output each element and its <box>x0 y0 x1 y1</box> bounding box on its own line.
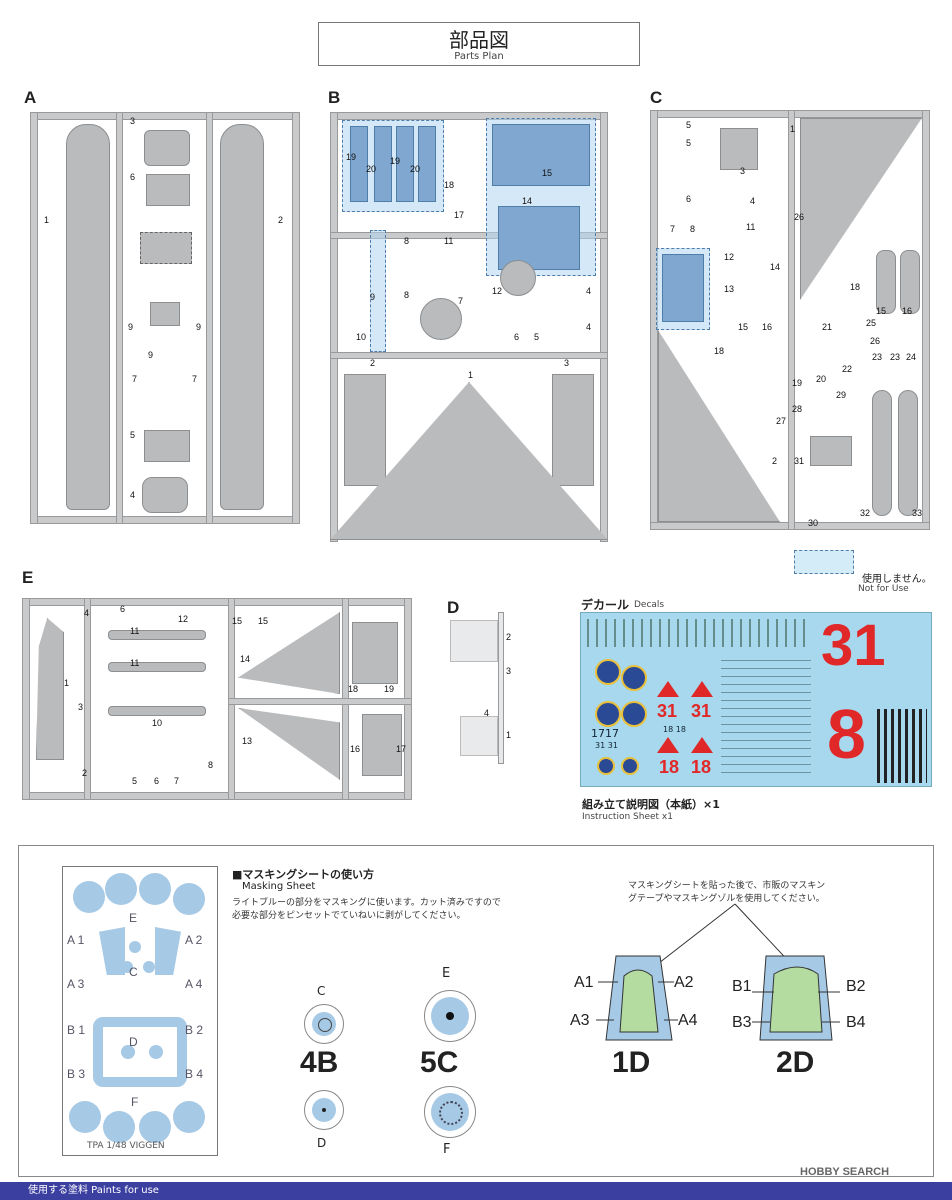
masking-title-jp: ■マスキングシートの使い方 <box>232 868 375 881</box>
sheet-label-b1: B 1 <box>67 1023 86 1037</box>
lens-5c-bottom <box>424 1086 476 1138</box>
decal-small-stencils <box>721 653 811 773</box>
sheet-label-b2: B 2 <box>185 1023 204 1037</box>
part-1d-label: 1D <box>612 1046 651 1079</box>
decal-code-1717: 1717 <box>591 727 619 740</box>
masking-sheet: E A 1 A 2 C A 3 A 4 B 1 B 2 D B 3 B 4 F … <box>62 866 218 1156</box>
section-label-c: C <box>650 88 663 107</box>
sheet-label-a4: A 4 <box>185 977 203 991</box>
decal-big-31: 31 <box>821 613 886 678</box>
sheet-label-a2: A 2 <box>185 933 203 947</box>
paints-label: 使用する塗料 Paints for use <box>28 1185 159 1196</box>
decals-title-en: Decals <box>634 600 665 610</box>
masking-note: マスキングシートを貼った後で、市販のマスキングテープやマスキングゾルを使用してく… <box>628 881 826 904</box>
part-2d-label: 2D <box>776 1046 815 1079</box>
decal-big-8: 8 <box>827 695 866 773</box>
part-4b-label: 4B <box>300 1046 339 1079</box>
paints-footer: 使用する塗料 Paints for use <box>0 1182 952 1200</box>
decal-code-3131: 31 31 <box>595 741 618 750</box>
masking-title-en: Masking Sheet <box>242 881 316 892</box>
canopy-label-b1: B1 <box>732 978 752 995</box>
page-subtitle: Parts Plan <box>454 51 504 62</box>
page-title: 部品図 <box>449 28 509 52</box>
sprue-c: 5 5 1 3 6 4 26 11 7 8 12 14 13 18 15 16 … <box>650 110 930 530</box>
lens-label-d: D <box>317 1136 327 1150</box>
lens-4b-bottom <box>304 1090 344 1130</box>
sprue-d: 2 3 4 1 <box>446 612 526 764</box>
legend-jp: 使用しません。 <box>862 574 932 585</box>
instruction-en: Instruction Sheet x1 <box>582 812 673 822</box>
sheet-label-b4: B 4 <box>185 1067 204 1081</box>
decals-title-jp: デカール <box>581 598 630 612</box>
instruction-jp: 組み立て説明図（本紙）×1 <box>582 798 720 811</box>
legend-en: Not for Use <box>858 584 909 594</box>
decal-stripes <box>877 709 927 783</box>
roundel-icon <box>595 659 621 685</box>
page-title-box: 部品図 Parts Plan <box>318 22 640 66</box>
roundel-icon <box>595 701 621 727</box>
canopy-label-a2: A2 <box>674 974 694 991</box>
decal-stencils <box>587 619 807 647</box>
lens-label-f: F <box>443 1142 451 1157</box>
sheet-caption: TPA 1/48 VIGGEN <box>87 1141 165 1151</box>
red-triangle-icon <box>657 737 679 753</box>
roundel-icon <box>621 757 639 775</box>
canopy-label-b3: B3 <box>732 1014 752 1031</box>
decal-18-b: 18 <box>691 757 712 777</box>
canopy-label-b2: B2 <box>846 978 866 995</box>
sheet-label-d: D <box>129 1035 138 1049</box>
sprue-a: 1 2 3 6 9 9 9 7 7 5 4 <box>30 112 300 524</box>
decal-31-a: 31 <box>657 701 678 721</box>
roundel-icon <box>621 665 647 691</box>
not-for-use-swatch <box>794 550 854 574</box>
section-label-a: A <box>24 88 37 107</box>
canopy-label-a1: A1 <box>574 974 594 991</box>
canopy-label-a3: A3 <box>570 1012 590 1029</box>
part-5c-label: 5C <box>420 1046 459 1079</box>
red-triangle-icon <box>691 681 713 697</box>
canopy-label-a4: A4 <box>678 1012 698 1029</box>
decal-code-1818: 18 18 <box>663 725 686 734</box>
red-triangle-icon <box>657 681 679 697</box>
lens-4b <box>304 1004 344 1044</box>
sheet-label-b3: B 3 <box>67 1067 86 1081</box>
canopy-diagram <box>596 903 840 1041</box>
decal-31-b: 31 <box>691 701 712 721</box>
decal-18-a: 18 <box>659 757 680 777</box>
sprue-b: 19 20 19 20 18 17 15 14 8 11 8 9 7 12 4 … <box>330 112 610 542</box>
sprue-e: 4 6 12 15 15 11 11 14 1 18 19 3 10 13 16… <box>22 598 412 800</box>
red-triangle-icon <box>691 737 713 753</box>
masking-description: ライトブルーの部分をマスキングに使います。カット済みですので必要な部分をピンセッ… <box>232 898 501 921</box>
decal-sheet: 31 31 18 18 1717 31 31 18 18 31 8 <box>580 612 932 787</box>
sheet-label-a1: A 1 <box>67 933 85 947</box>
roundel-icon <box>621 701 647 727</box>
lens-label-c: C <box>317 984 326 998</box>
roundel-icon <box>597 757 615 775</box>
lens-5c <box>424 990 476 1042</box>
lens-label-e: E <box>442 966 451 981</box>
sheet-label-c: C <box>129 965 138 979</box>
canopy-label-b4: B4 <box>846 1014 866 1031</box>
sheet-label-a3: A 3 <box>67 977 85 991</box>
section-label-b: B <box>328 88 341 107</box>
section-label-d: D <box>447 598 460 617</box>
sheet-label-f: F <box>131 1095 139 1109</box>
sheet-label-e: E <box>129 911 138 925</box>
section-label-e: E <box>22 568 34 587</box>
watermark: HOBBY SEARCH <box>800 1166 890 1178</box>
